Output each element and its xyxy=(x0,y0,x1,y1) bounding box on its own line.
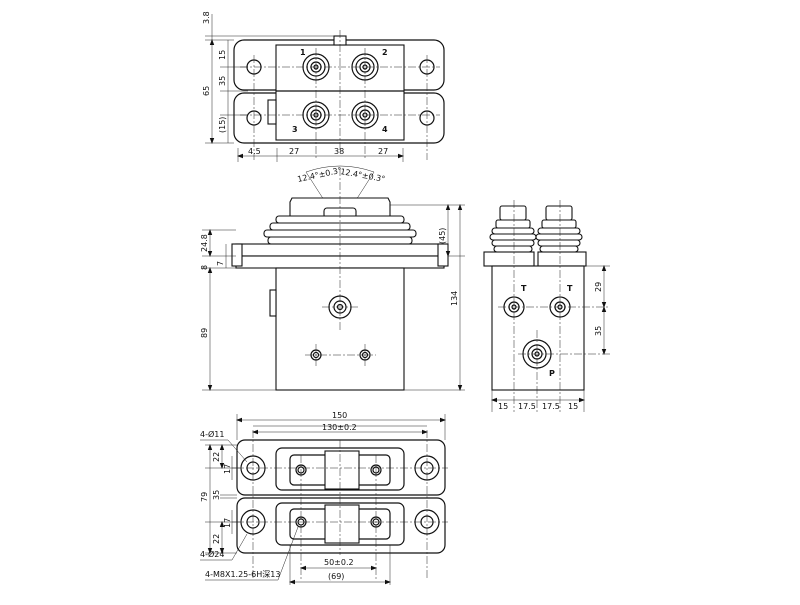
port-label-2: 2 xyxy=(382,48,388,57)
top-view: 1 2 3 4 3.8 15 65 35 (15) 4.5 27 38 27 xyxy=(202,11,445,162)
bottom-dim-50: 50±0.2 xyxy=(324,558,354,567)
port-label-1: 1 xyxy=(300,48,306,57)
side-port-label-t2: T xyxy=(567,284,573,293)
top-dim-15b: (15) xyxy=(218,117,227,133)
front-view: 12.4°±0.3° 12.4°±0.3° 24.8 8 xyxy=(200,166,465,391)
side-port-label-p: P xyxy=(549,369,555,378)
side-dim-17-5a: 17.5 xyxy=(518,402,536,411)
top-dim-4-5: 4.5 xyxy=(248,147,261,156)
port-label-3: 3 xyxy=(292,125,298,134)
top-dim-27a: 27 xyxy=(289,147,299,156)
bottom-dim-150: 150 xyxy=(332,411,347,420)
front-dim-45: (45) xyxy=(438,228,447,244)
top-dim-3-8: 3.8 xyxy=(202,11,211,24)
angle-left: 12.4°±0.3° xyxy=(297,166,343,184)
bottom-dim-130: 130±0.2 xyxy=(322,423,357,432)
side-dim-35: 35 xyxy=(594,326,603,336)
bottom-dim-17b: 17 xyxy=(223,518,232,528)
front-dim-7: 7 xyxy=(216,261,225,266)
front-dim-8: 8 xyxy=(200,265,209,270)
bottom-dim-79: 79 xyxy=(200,492,209,502)
side-dim-15a: 15 xyxy=(498,402,508,411)
side-view: T T P 29 35 15 17.5 17.5 15 xyxy=(483,200,610,412)
front-dim-89: 89 xyxy=(200,328,209,338)
top-dim-38: 38 xyxy=(334,147,344,156)
bottom-dim-69: (69) xyxy=(328,572,344,581)
thread-spec: 4-M8X1.25-6H深13 xyxy=(205,570,280,579)
top-dim-27b: 27 xyxy=(378,147,388,156)
port-label-4: 4 xyxy=(382,125,388,134)
side-dim-15b: 15 xyxy=(568,402,578,411)
bottom-dim-22b: 22 xyxy=(212,534,221,544)
bottom-dim-17a: 17 xyxy=(223,464,232,474)
hole-spec-24: 4-Ø24 xyxy=(200,549,224,559)
hole-spec-11: 4-Ø11 xyxy=(200,429,224,439)
angle-right: 12.4°±0.3° xyxy=(340,167,386,184)
bottom-dim-35: 35 xyxy=(212,490,221,500)
top-dim-65: 65 xyxy=(202,86,211,96)
front-dim-24-8: 24.8 xyxy=(200,234,209,252)
side-dim-29: 29 xyxy=(594,282,603,292)
top-dim-15: 15 xyxy=(218,50,227,60)
front-dim-134: 134 xyxy=(450,291,459,306)
bottom-view: 150 130±0.2 4-Ø11 22 17 79 35 22 17 4-Ø2… xyxy=(200,411,448,585)
side-dim-17-5b: 17.5 xyxy=(542,402,560,411)
side-port-label-t1: T xyxy=(521,284,527,293)
top-dim-35: 35 xyxy=(218,76,227,86)
bottom-dim-22a: 22 xyxy=(212,452,221,462)
